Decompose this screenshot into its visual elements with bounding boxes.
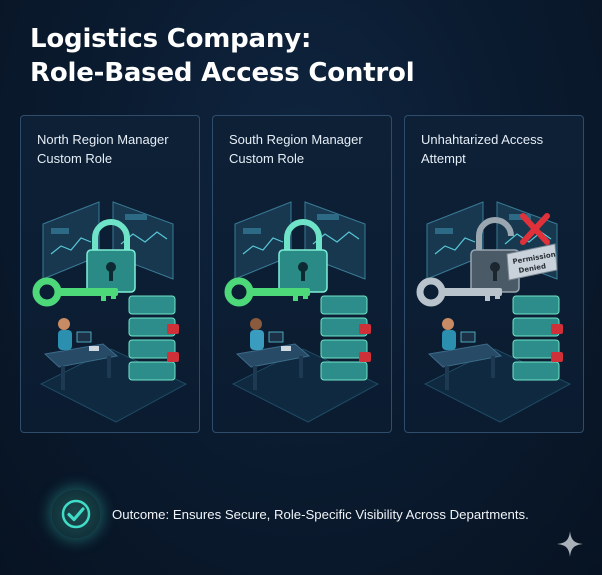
panel-label-line-1: South Region Manager xyxy=(229,132,363,147)
key-icon xyxy=(32,277,118,307)
outcome-text: Outcome: Ensures Secure, Role-Specific V… xyxy=(112,506,529,522)
panel-label-line-2: Attempt xyxy=(421,151,466,166)
padlock-icon xyxy=(278,219,328,293)
panel-south-region-manager: South Region Manager Custom Role xyxy=(212,115,392,433)
page-title: Logistics Company: Role-Based Access Con… xyxy=(30,22,450,90)
check-circle-icon xyxy=(52,490,100,538)
dashboard-screens xyxy=(42,201,174,280)
panel-label-line-2: Custom Role xyxy=(229,151,305,166)
panel-label-line-1: North Region Manager xyxy=(37,132,169,147)
panel-label: North Region Manager Custom Role xyxy=(37,130,192,168)
panel-label: South Region Manager Custom Role xyxy=(229,130,384,168)
padlock-icon xyxy=(86,219,136,293)
panel-label-line-1: Unhahtarized Access xyxy=(421,132,544,147)
checkmark-icon xyxy=(61,499,91,529)
title-line-2: Role-Based Access Control xyxy=(30,58,415,88)
permission-denied-sign: Permission Denied xyxy=(506,243,558,281)
key-icon xyxy=(416,277,502,307)
intruder-at-desk xyxy=(427,318,503,390)
access-denied-illustration: Permission Denied xyxy=(416,201,572,423)
title-line-1: Logistics Company: xyxy=(30,24,312,54)
panel-label-line-2: Custom Role xyxy=(37,151,113,166)
sparkle-icon xyxy=(557,531,583,557)
key-icon xyxy=(224,277,310,307)
panel-north-region-manager: North Region Manager Custom Role xyxy=(20,115,200,433)
panel-unauthorized-access: Unhahtarized Access Attempt Permission xyxy=(404,115,584,433)
manager-at-desk xyxy=(43,318,119,390)
manager-at-desk xyxy=(235,318,311,390)
red-x-icon xyxy=(520,213,550,245)
server-stack-icon xyxy=(512,295,563,381)
outcome-row: Outcome: Ensures Secure, Role-Specific V… xyxy=(52,490,529,538)
access-granted-illustration xyxy=(224,201,380,423)
access-granted-illustration xyxy=(32,201,188,423)
panel-label: Unhahtarized Access Attempt xyxy=(421,130,576,168)
server-stack-icon xyxy=(128,295,179,381)
server-stack-icon xyxy=(320,295,371,381)
